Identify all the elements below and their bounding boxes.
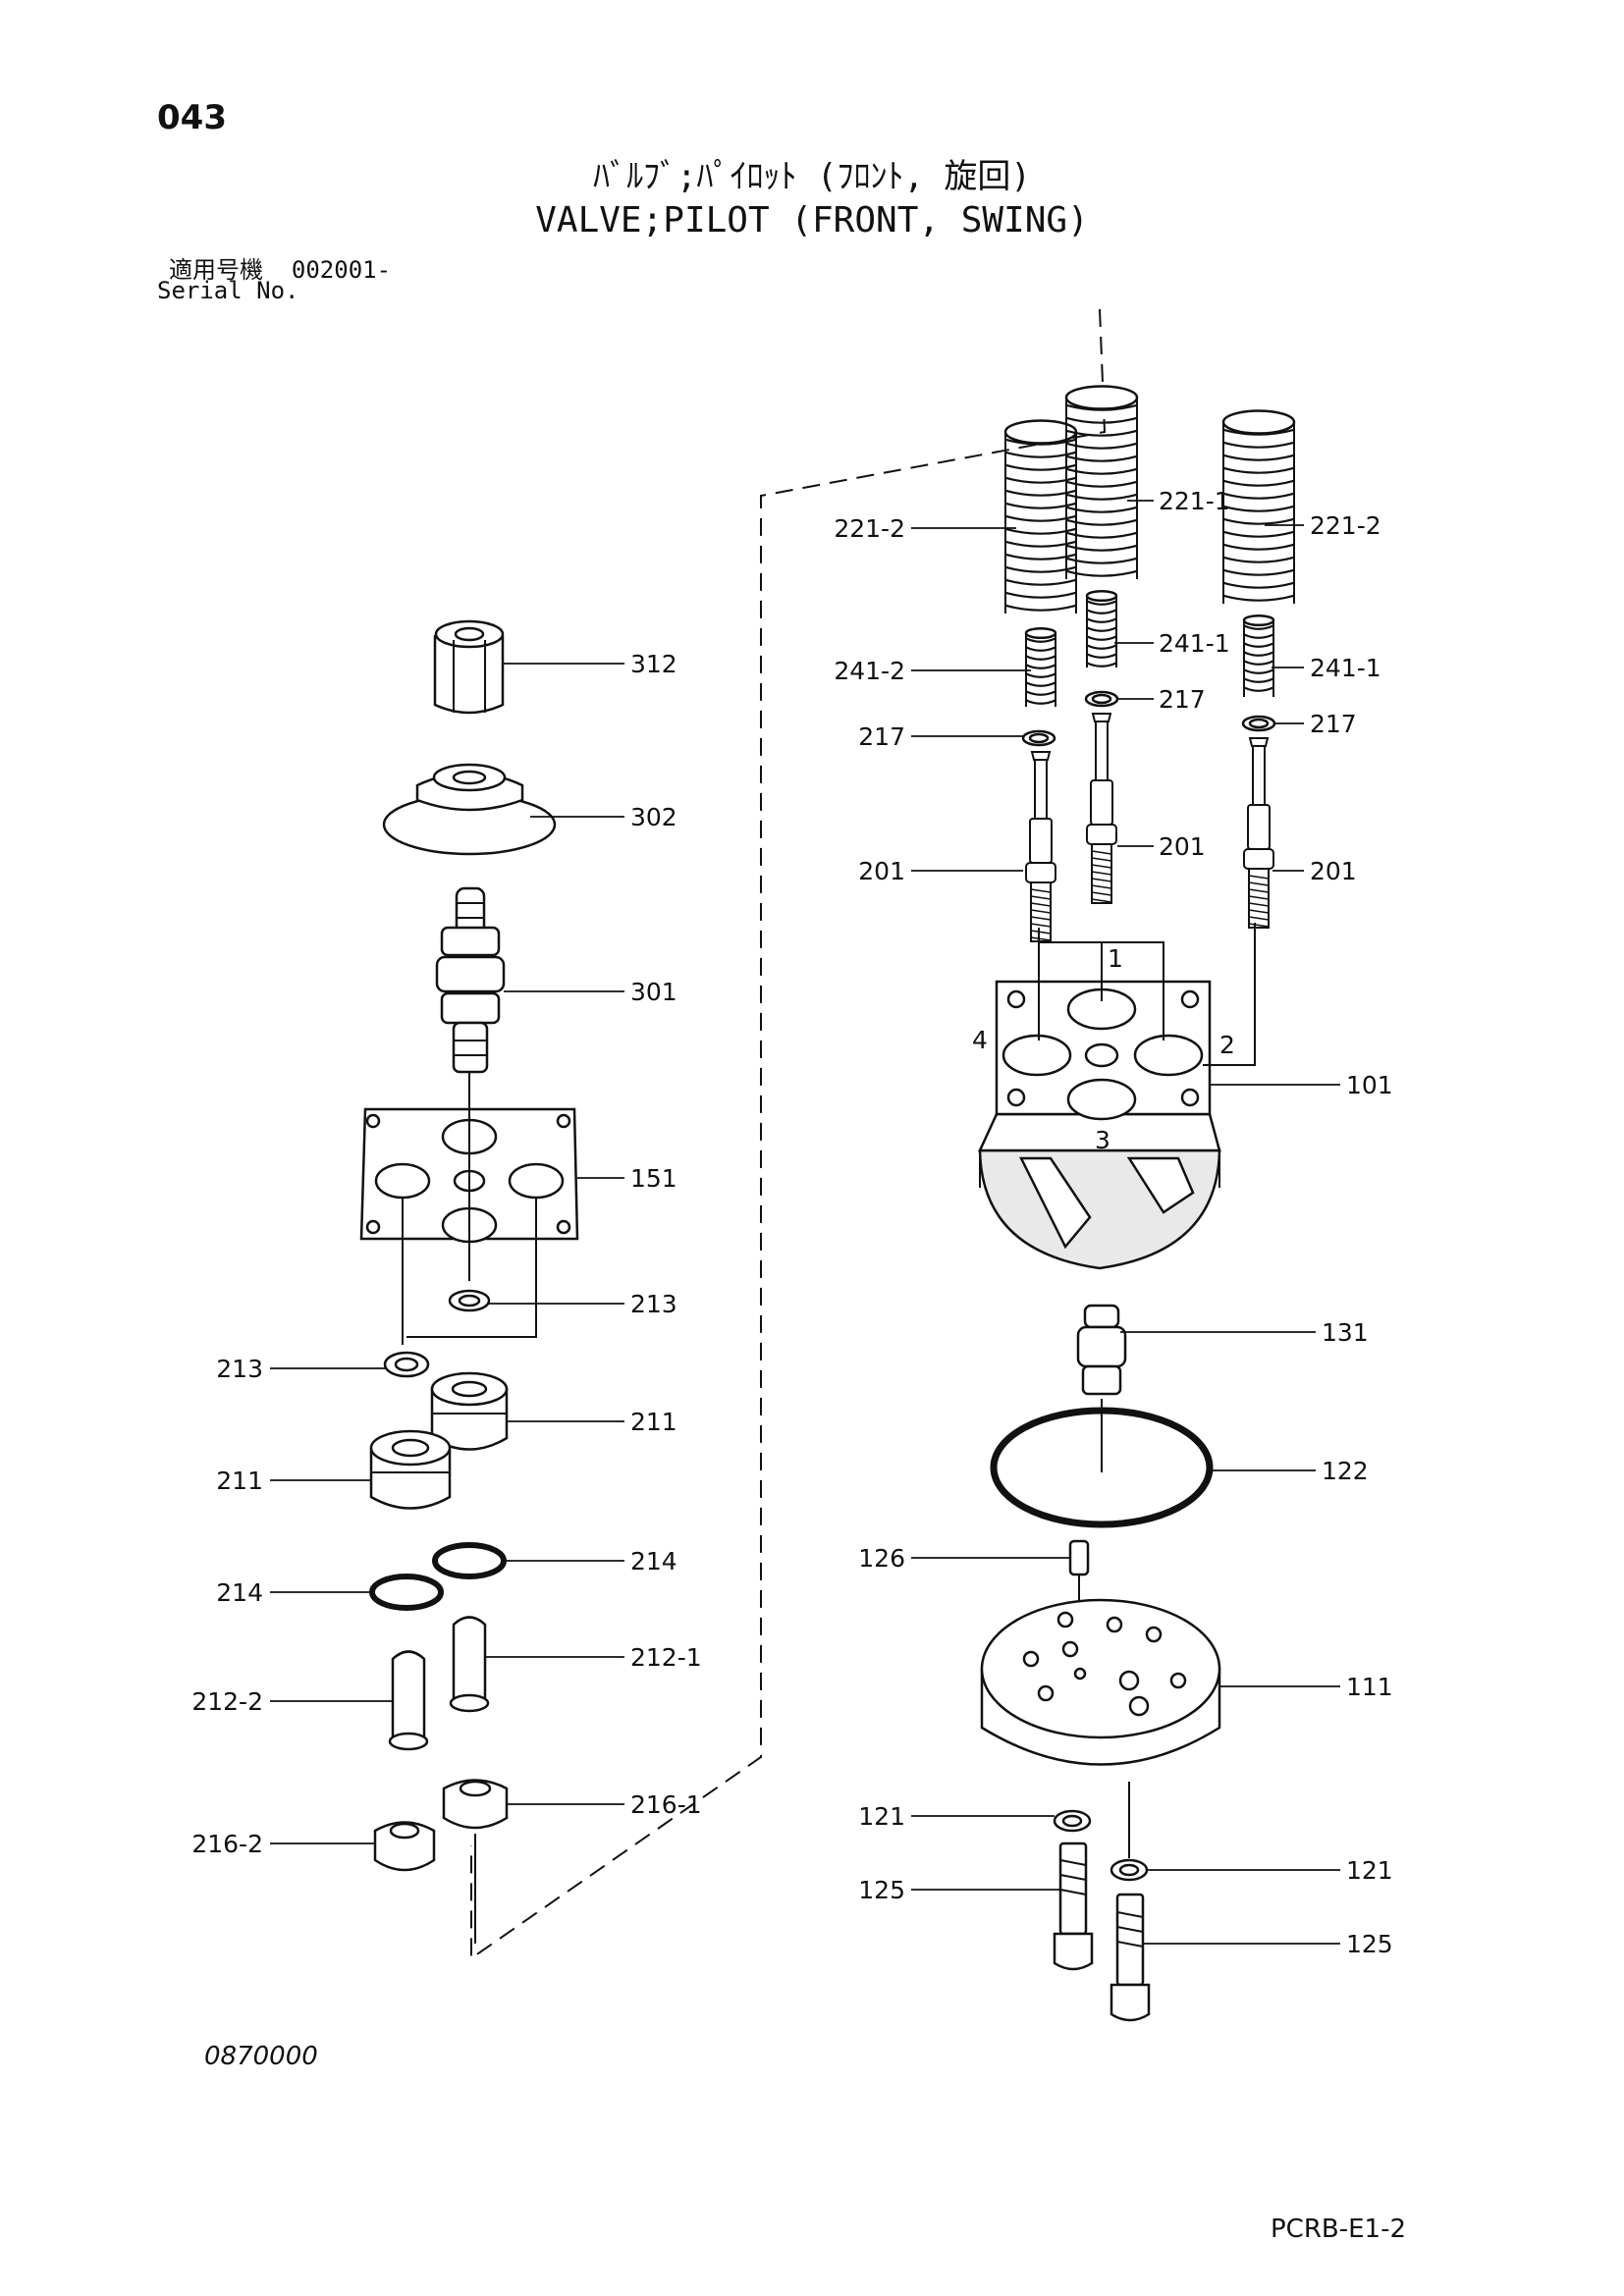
port-leader-lines [1038, 923, 1256, 1066]
part-121-seal-left [1053, 1809, 1092, 1833]
part-312-hex-nut [433, 619, 505, 715]
part-213-seal-lower [383, 1351, 430, 1378]
callout-121-right: 121 [1346, 1856, 1393, 1885]
callout-125-left: 125 [858, 1876, 905, 1904]
callout-121-left: 121 [858, 1802, 905, 1831]
part-121-seal-right [1110, 1782, 1149, 1882]
left-assembly-guides [402, 1072, 537, 1944]
part-217-washer-right [1241, 715, 1276, 732]
callout-211-lower: 211 [216, 1467, 263, 1495]
callout-216-2: 216-2 [191, 1830, 263, 1858]
part-217-washer-center [1084, 690, 1119, 708]
callout-221-1: 221-1 [1159, 487, 1230, 515]
callout-labels: 312 302 301 151 213 213 211 211 214 214 … [191, 487, 1392, 1958]
part-131-plug [1076, 1304, 1127, 1472]
serial-label-english: Serial No. [157, 277, 299, 304]
part-221-1-spring-center [1064, 385, 1139, 579]
callout-312: 312 [630, 650, 677, 678]
callout-111: 111 [1346, 1673, 1393, 1701]
callout-212-1: 212-1 [630, 1643, 702, 1672]
part-301-joint [435, 886, 506, 1074]
callout-217-left: 217 [858, 722, 905, 751]
callout-213-lower: 213 [216, 1355, 263, 1383]
part-214-oring-upper [432, 1542, 507, 1579]
part-122-oring [990, 1407, 1214, 1528]
callout-241-1-right: 241-1 [1310, 654, 1381, 682]
part-111-cover [980, 1598, 1221, 1766]
callout-101: 101 [1346, 1071, 1393, 1099]
port-number-4: 4 [972, 1026, 988, 1054]
callout-214-upper: 214 [630, 1547, 677, 1575]
part-101-casing [978, 980, 1221, 1270]
callout-201-center: 201 [1159, 832, 1206, 861]
assembly-reference-line [470, 308, 1107, 1960]
part-212-1-pin [449, 1616, 490, 1713]
part-216-1-nut [442, 1779, 509, 1830]
callout-217-right: 217 [1310, 710, 1357, 738]
port-number-1: 1 [1108, 944, 1123, 973]
serial-label-japanese: 適用号機 002001- [169, 250, 391, 285]
serial-label-jp-text: 適用号機 [169, 256, 263, 284]
callout-221-2-left: 221-2 [834, 514, 905, 543]
page-number: 043 [157, 98, 227, 137]
drawing-number: 0870000 [204, 2042, 318, 2071]
sheet-code: PCRB-E1-2 [1271, 2215, 1407, 2244]
serial-range: 002001- [291, 256, 392, 284]
title-japanese: ﾊﾞﾙﾌﾞ;ﾊﾟｲﾛｯﾄ (ﾌﾛﾝﾄ, 旋回) [593, 157, 1031, 196]
callout-241-2: 241-2 [834, 657, 905, 685]
callout-241-1-center: 241-1 [1159, 629, 1230, 658]
part-241-1-spring-right [1242, 614, 1275, 697]
part-302-cap [382, 763, 557, 856]
callout-125-right: 125 [1346, 1930, 1393, 1958]
callout-302: 302 [630, 803, 677, 831]
callout-leader-lines [270, 500, 1340, 1945]
part-212-2-pin [388, 1650, 429, 1751]
callout-151: 151 [630, 1164, 677, 1193]
callout-201-left: 201 [858, 857, 905, 885]
part-201-spool-right [1243, 737, 1274, 929]
part-241-1-spring-center [1085, 589, 1118, 667]
callout-221-2-right: 221-2 [1310, 511, 1381, 540]
part-221-2-spring-left [1003, 419, 1078, 614]
callout-214-lower: 214 [216, 1578, 263, 1607]
port-number-3: 3 [1095, 1126, 1110, 1154]
part-201-spool-left [1025, 751, 1056, 942]
port-number-2: 2 [1219, 1031, 1235, 1059]
title-english: VALVE;PILOT (FRONT, SWING) [535, 200, 1089, 240]
callout-301: 301 [630, 978, 677, 1006]
part-211-bushing-lower [369, 1429, 452, 1510]
part-125-bolt-right [1110, 1893, 1151, 2022]
callout-131: 131 [1322, 1318, 1369, 1347]
part-125-bolt-left [1053, 1842, 1094, 1971]
part-217-washer-left [1021, 729, 1056, 747]
part-211-bushing-upper [430, 1371, 509, 1451]
part-214-oring-lower [369, 1574, 444, 1611]
callout-213-upper: 213 [630, 1290, 677, 1318]
part-241-2-spring [1024, 626, 1057, 707]
callout-216-1: 216-1 [630, 1790, 702, 1819]
part-216-2-nut [373, 1821, 436, 1872]
callout-126: 126 [858, 1544, 905, 1573]
callout-211-upper: 211 [630, 1408, 677, 1436]
callout-122: 122 [1322, 1457, 1369, 1485]
callout-201-right: 201 [1310, 857, 1357, 885]
part-213-seal-upper [448, 1289, 491, 1312]
part-201-spool-center [1086, 713, 1117, 904]
callout-217-center: 217 [1159, 685, 1206, 714]
callout-212-2: 212-2 [191, 1687, 263, 1716]
part-221-2-spring-right [1221, 409, 1296, 604]
